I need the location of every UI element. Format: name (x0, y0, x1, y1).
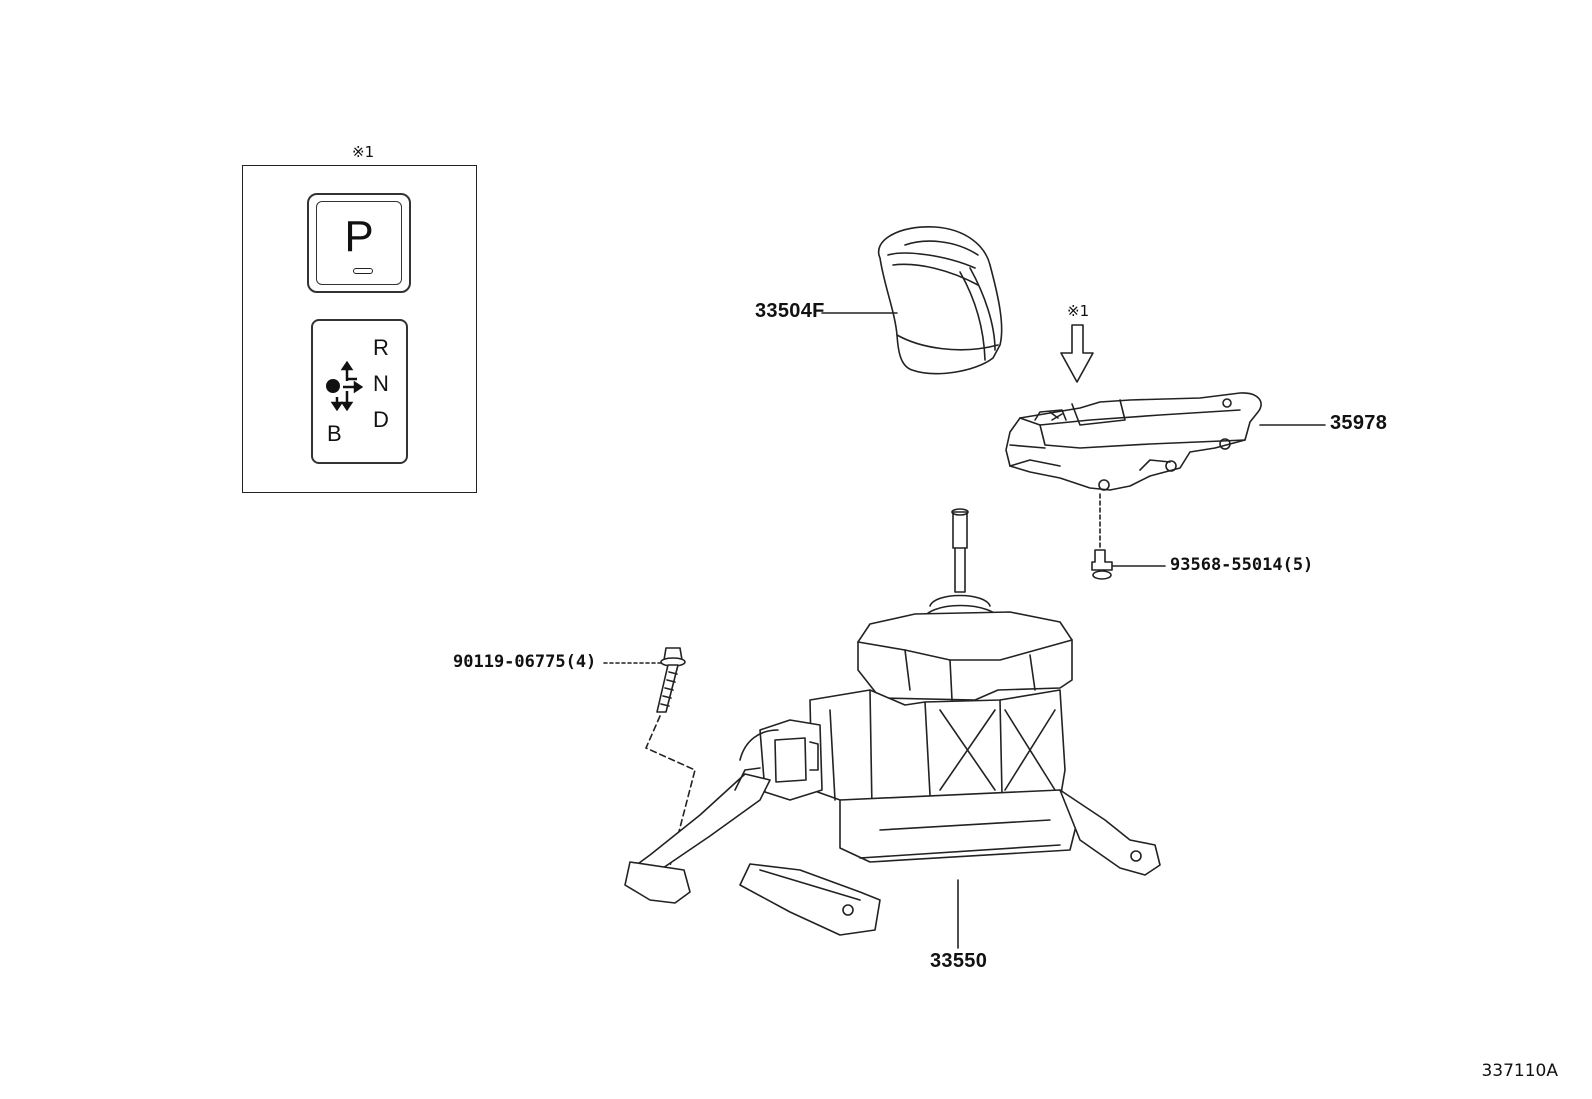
shift-pattern-plate: R N D B (311, 319, 408, 464)
callout-knob: 33504F (755, 300, 825, 322)
callout-switch: 35978 (1330, 412, 1388, 434)
bolt (656, 647, 686, 713)
shift-switch-assembly (1005, 392, 1262, 491)
screw (1091, 549, 1113, 580)
gear-n: N (373, 371, 389, 396)
shift-lever-assembly (624, 508, 1161, 936)
down-arrow-icon (1060, 324, 1094, 383)
park-switch-face: P (316, 201, 402, 285)
switch-detail-inset: P R N D B (242, 165, 477, 493)
dashed-line-bolt (645, 715, 696, 867)
diagram-reference-number: 337110A (1481, 1061, 1558, 1081)
gear-r: R (373, 335, 389, 360)
gear-b: B (327, 421, 342, 446)
shift-pattern-icon (326, 361, 364, 411)
callout-screw: 93568-55014(5) (1170, 555, 1314, 575)
callout-switch-note: ※1 (1067, 302, 1090, 320)
callout-shift-assembly: 33550 (930, 950, 988, 972)
park-letter: P (344, 212, 374, 261)
gear-d: D (373, 407, 389, 432)
shift-knob (877, 226, 1003, 375)
callout-bolt: 90119-06775(4) (453, 652, 597, 672)
inset-note: ※1 (352, 143, 375, 161)
indicator-lamp-icon (353, 268, 373, 274)
park-switch: P (307, 193, 411, 293)
